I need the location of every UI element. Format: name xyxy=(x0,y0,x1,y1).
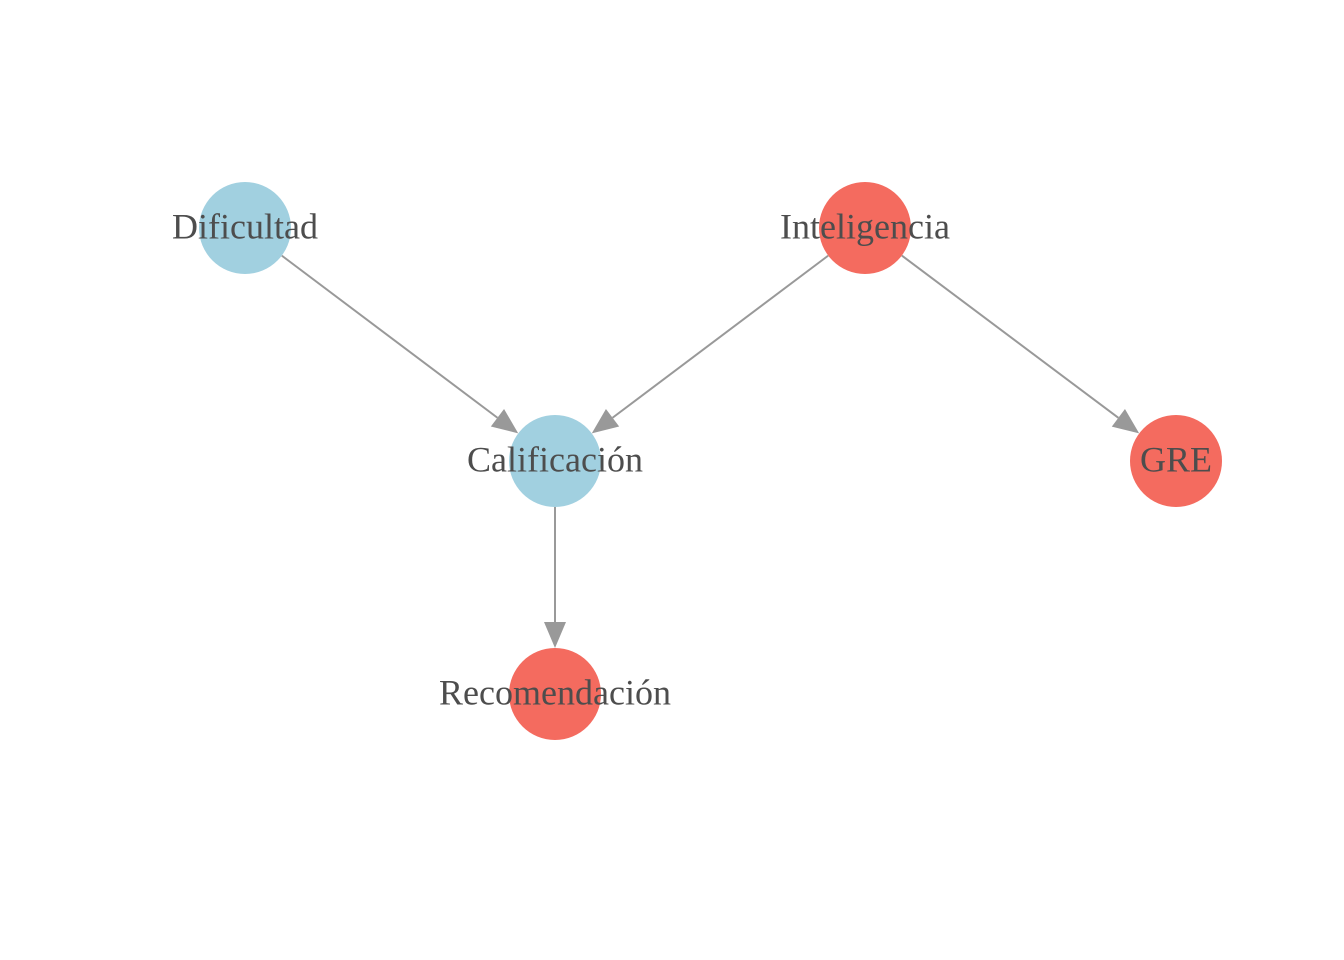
arrowhead-icon xyxy=(490,408,519,434)
node-inteligencia: Inteligencia xyxy=(780,182,950,274)
edge-line xyxy=(901,254,1119,419)
node-label: Recomendación xyxy=(439,672,671,712)
node-circle xyxy=(509,648,601,740)
edge-calificacion-to-recomendacion xyxy=(544,507,566,648)
node-label: Calificación xyxy=(467,439,643,479)
edge-inteligencia-to-gre xyxy=(901,254,1140,434)
node-label: Inteligencia xyxy=(780,206,950,246)
node-gre: GRE xyxy=(1130,415,1222,507)
node-label: GRE xyxy=(1140,439,1212,479)
arrowhead-icon xyxy=(1111,409,1140,434)
edge-inteligencia-to-calificacion xyxy=(591,254,829,434)
node-circle xyxy=(199,182,291,274)
edge-line xyxy=(611,254,829,419)
node-dificultad: Dificultad xyxy=(172,182,318,274)
edges-layer xyxy=(281,254,1140,648)
node-circle xyxy=(819,182,911,274)
arrowhead-icon xyxy=(591,408,620,434)
edge-line xyxy=(281,254,499,419)
node-circle xyxy=(1130,415,1222,507)
node-calificacion: Calificación xyxy=(467,415,643,507)
edge-dificultad-to-calificacion xyxy=(281,254,519,434)
node-label: Dificultad xyxy=(172,206,318,246)
node-recomendacion: Recomendación xyxy=(439,648,671,740)
arrowhead-icon xyxy=(544,622,566,648)
node-circle xyxy=(509,415,601,507)
